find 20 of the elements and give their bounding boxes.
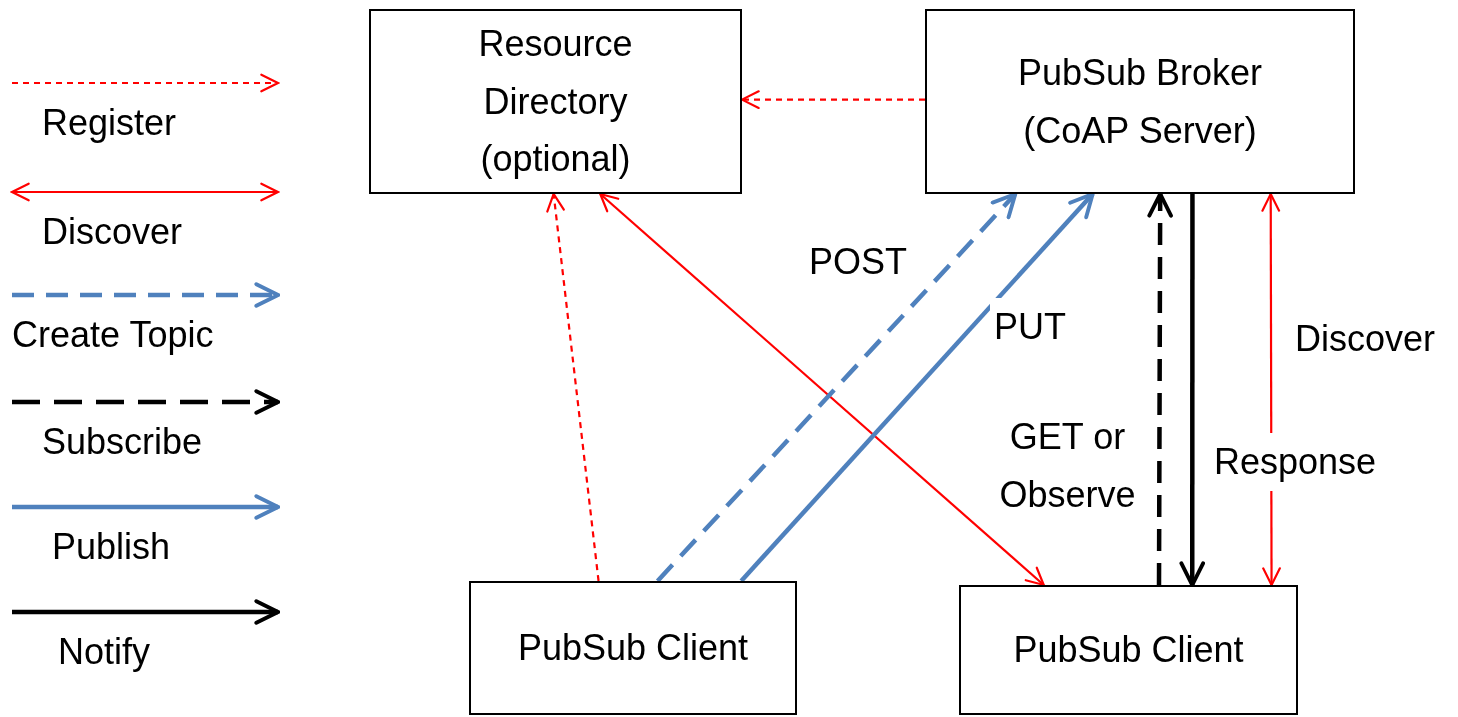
process-box [369, 9, 742, 194]
process-box [925, 9, 1355, 194]
legend-label: Subscribe [42, 420, 203, 464]
legend-label: Create Topic [12, 313, 214, 357]
legend-label: Register [42, 101, 177, 145]
box-label: PubSub Broker (CoAP Server) [1016, 50, 1264, 153]
arrow [655, 192, 1018, 583]
legend-label: Publish [52, 525, 171, 569]
arrow [599, 192, 1045, 587]
arrow [1179, 194, 1206, 587]
box-label: Resource Directory (optional) [477, 22, 634, 182]
arrow [739, 192, 1095, 583]
process-box [959, 585, 1298, 715]
box-label: PubSub Client [517, 626, 749, 671]
arrow [546, 192, 600, 582]
arrow [1147, 192, 1173, 585]
legend-label: Discover [42, 210, 183, 254]
legend-label: Notify [58, 630, 151, 674]
box-label: PubSub Client [1013, 628, 1244, 673]
process-box [469, 581, 797, 715]
